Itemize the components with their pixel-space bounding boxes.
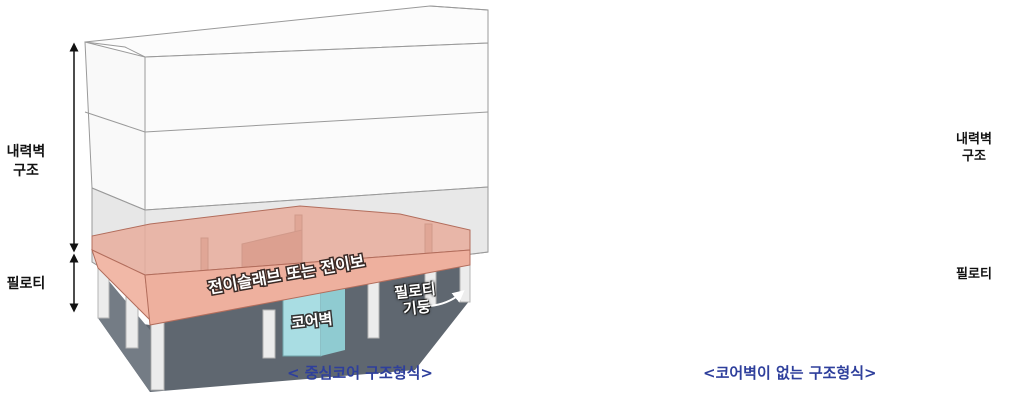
left-caption: < 중심코어 구조형식> <box>287 364 433 382</box>
transfer-slab <box>91 205 471 326</box>
pilotis-pointer-arrow <box>429 290 465 307</box>
right-pilotis-label: 필로티 <box>956 267 992 282</box>
left-upper-structure-label: 내력벽 구조 <box>6 144 46 179</box>
right-caption: <코어벽이 없는 구조형식> <box>703 364 877 382</box>
left-pilotis-label: 필로티 <box>6 276 46 292</box>
core-wall <box>282 282 345 357</box>
right-upper-structure-label: 내력벽 구조 <box>956 132 992 164</box>
